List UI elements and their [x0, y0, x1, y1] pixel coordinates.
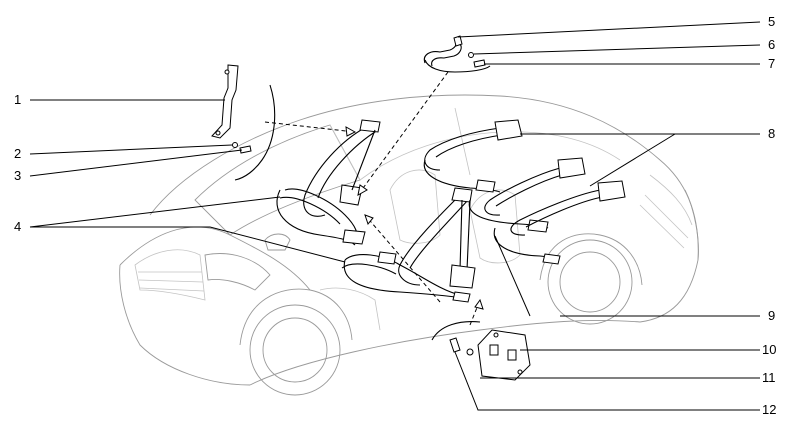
- callout-6: 6: [768, 37, 776, 52]
- callout-7: 7: [768, 56, 776, 71]
- assembly-arcs: [234, 59, 491, 341]
- callout-5: 5: [768, 14, 776, 29]
- bolt-and-washer-left: [232, 142, 252, 154]
- callout-3: 3: [14, 168, 22, 183]
- callout-8: 8: [768, 126, 776, 141]
- callout-2: 2: [14, 146, 22, 161]
- leader-lines: [29, 21, 761, 411]
- assembly-arrows: [264, 71, 484, 326]
- upper-anchor-bracket: [211, 64, 239, 139]
- rear-belts: [423, 119, 626, 265]
- retractor-plate: [477, 329, 531, 381]
- callout-4: 4: [14, 219, 22, 234]
- callout-9: 9: [768, 308, 776, 323]
- front-left-belt: [276, 119, 381, 246]
- callout-1: 1: [14, 92, 22, 107]
- tube-part-top: [423, 35, 463, 67]
- bolt-and-washer-top: [468, 52, 486, 68]
- callout-10: 10: [762, 342, 777, 357]
- bolt-and-washer-bottom: [449, 337, 474, 356]
- front-right-belt: [341, 187, 476, 303]
- callout-12: 12: [762, 402, 777, 417]
- callout-11: 11: [762, 370, 776, 385]
